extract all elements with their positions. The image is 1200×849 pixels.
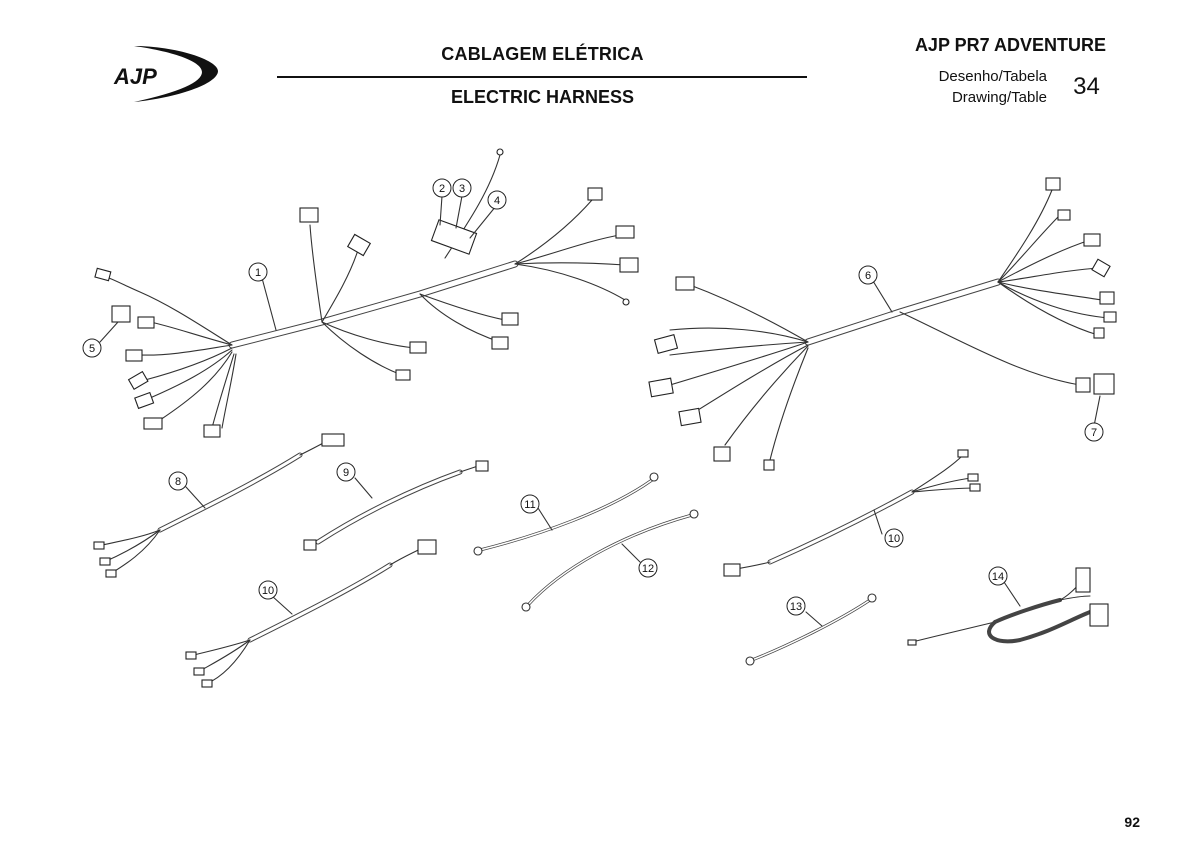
title-english: ELECTRIC HARNESS	[450, 87, 634, 107]
callout-1-label: 1	[255, 267, 261, 279]
title-portuguese: CABLAGEM ELÉTRICA	[441, 44, 644, 64]
callout-7-label: 7	[1091, 427, 1097, 439]
callouts: 1 2 3 4 5 6 7 8 9 10 10 11 12 13 14	[82, 178, 1104, 616]
harness-main-left	[103, 154, 626, 429]
callout-2-label: 2	[439, 183, 445, 195]
page-number: 92	[1124, 814, 1140, 830]
ajp-logo: AJP	[113, 46, 218, 102]
callout-11: 11	[520, 494, 540, 514]
harness-10-right	[729, 455, 975, 571]
harness-8	[97, 441, 326, 575]
harness-9	[315, 465, 479, 545]
callout-3-label: 3	[459, 183, 465, 195]
callout-8-label: 8	[175, 476, 181, 488]
harness-main-right	[659, 189, 1111, 461]
callout-4: 4	[487, 190, 507, 210]
cable-13	[745, 593, 877, 666]
callout-3: 3	[452, 178, 472, 198]
callout-2: 2	[432, 178, 452, 198]
callout-11-label: 11	[524, 499, 535, 511]
callout-4-label: 4	[494, 195, 500, 207]
callout-10-right: 10	[884, 528, 904, 548]
callout-8: 8	[168, 471, 188, 491]
callout-10-left-label: 10	[262, 585, 274, 597]
callout-1: 1	[248, 262, 268, 282]
callout-6-label: 6	[865, 270, 871, 282]
model-name: AJP PR7 ADVENTURE	[914, 35, 1106, 55]
callout-10-right-label: 10	[888, 533, 900, 545]
callout-14: 14	[988, 566, 1008, 586]
callout-9: 9	[336, 462, 356, 482]
logo-text: AJP	[113, 64, 157, 89]
callout-leaders	[99, 195, 1101, 627]
drawing-label-pt: Desenho/Tabela	[938, 68, 1047, 85]
callout-12: 12	[638, 558, 658, 578]
callout-5: 5	[82, 338, 102, 358]
cable-12	[521, 509, 699, 612]
callout-7: 7	[1084, 422, 1104, 442]
drawing-label-en: Drawing/Table	[951, 89, 1047, 106]
cable-11	[473, 472, 659, 556]
callout-14-label: 14	[992, 571, 1004, 583]
callout-9-label: 9	[343, 467, 349, 479]
harness-10-left	[189, 547, 423, 685]
title-divider	[277, 76, 807, 78]
harness-14	[911, 577, 1092, 644]
callout-13-label: 13	[790, 601, 802, 613]
callout-13: 13	[786, 596, 806, 616]
callout-6: 6	[858, 265, 878, 285]
table-number: 34	[1073, 73, 1100, 100]
callout-10-left: 10	[258, 580, 278, 600]
callout-12-label: 12	[642, 563, 654, 575]
callout-5-label: 5	[89, 343, 95, 355]
